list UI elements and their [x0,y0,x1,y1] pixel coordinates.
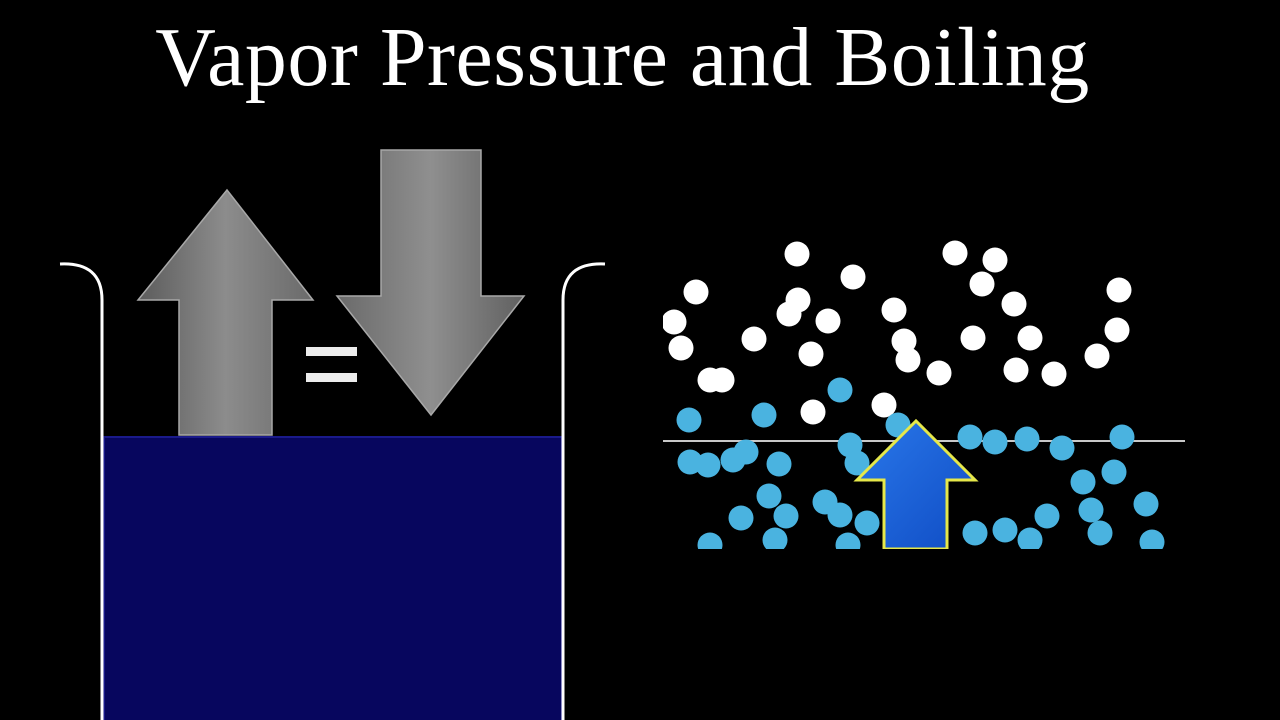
vapor-molecule [1041,361,1067,387]
liquid-molecule [835,532,861,549]
liquid-molecule [1101,459,1127,485]
vapor-molecule [1003,357,1029,383]
liquid-molecule [827,502,853,528]
vapor-molecule [741,326,767,352]
liquid-molecule [1034,503,1060,529]
vapor-molecule [891,328,917,354]
liquid-molecule [676,407,702,433]
vapor-molecule [1084,343,1110,369]
liquid-molecule [766,451,792,477]
vapor-molecule [895,347,921,373]
liquid-molecule [1109,424,1135,450]
liquid-molecules [676,377,1165,549]
liquid-molecule [1078,497,1104,523]
liquid-molecule [751,402,777,428]
molecular-diagram [663,240,1185,549]
liquid-molecule [695,452,721,478]
vapor-molecule [881,297,907,323]
liquid-molecule [1049,435,1075,461]
vapor-molecule [969,271,995,297]
vapor-molecule [840,264,866,290]
vapor-molecule [798,341,824,367]
vapor-molecule [815,308,841,334]
vapor-molecule [1017,325,1043,351]
liquid-molecule [1070,469,1096,495]
liquid-body [103,436,563,720]
liquid-molecule [962,520,988,546]
vapor-molecule [668,335,694,361]
liquid-molecule [1133,491,1159,517]
vapor-molecule [1001,291,1027,317]
liquid-molecule [1017,527,1043,549]
liquid-molecule [827,377,853,403]
vapor-molecule [926,360,952,386]
beaker-right-wall [561,262,606,720]
vapor-molecule [960,325,986,351]
vapor-molecule [1104,317,1130,343]
liquid-molecule [697,532,723,549]
liquid-molecule [957,424,983,450]
equals-icon [306,347,357,382]
vapor-molecule [663,309,687,335]
page-title: Vapor Pressure and Boiling [155,11,1090,104]
liquid-molecule [1014,426,1040,452]
vapor-molecule [784,241,810,267]
liquid-molecule [728,505,754,531]
liquid-molecule [1139,529,1165,549]
vapor-molecules [663,240,1132,425]
liquid-molecule [982,429,1008,455]
liquid-molecule [773,503,799,529]
beaker-diagram [59,149,606,720]
vapor-molecule [776,301,802,327]
evaporation-up-arrow-icon [136,188,315,436]
liquid-molecule [854,510,880,536]
vapor-molecule [683,279,709,305]
liquid-molecule [756,483,782,509]
vapor-molecule [871,392,897,418]
liquid-molecule [1087,520,1113,546]
vapor-molecule [709,367,735,393]
liquid-molecule [762,527,788,549]
liquid-molecule [992,517,1018,543]
liquid-molecule [733,439,759,465]
liquid-molecule [844,450,870,476]
condensation-down-arrow-icon [335,149,526,417]
vapor-molecule [800,399,826,425]
rising-bubble-up-arrow-icon [853,418,979,549]
vapor-molecule [982,247,1008,273]
beaker-left-wall [59,262,104,720]
vapor-molecule [1106,277,1132,303]
vapor-molecule [942,240,968,266]
